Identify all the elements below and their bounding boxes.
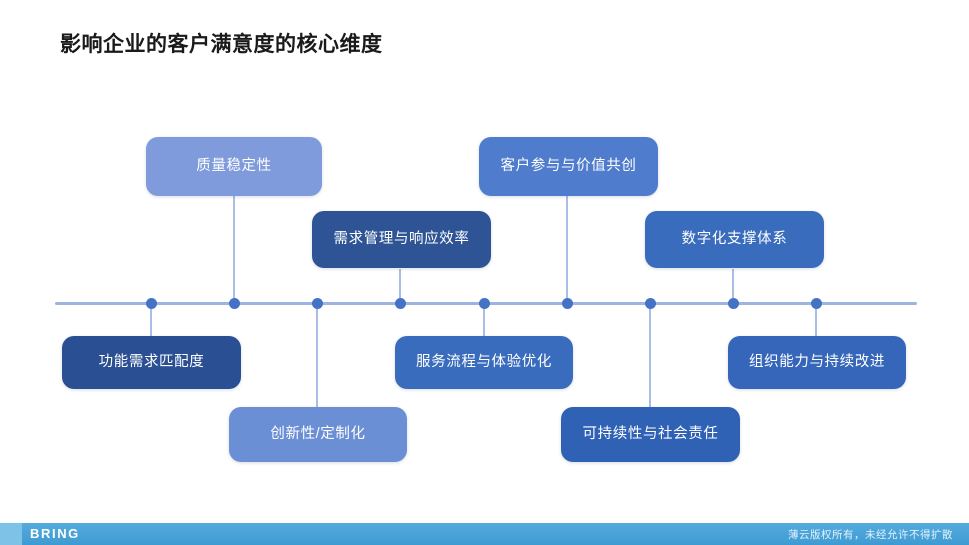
- timeline-dot-5: [479, 298, 490, 309]
- timeline-dot-8: [728, 298, 739, 309]
- node-demand-management[interactable]: 需求管理与响应效率: [312, 211, 491, 268]
- timeline-dot-9: [811, 298, 822, 309]
- node-sustainability-social-responsibility[interactable]: 可持续性与社会责任: [561, 407, 740, 462]
- connector-stem-digital: [732, 269, 734, 304]
- brand-logo: BRING: [30, 526, 80, 541]
- copyright-notice: 薄云版权所有，未经允许不得扩散: [788, 529, 953, 541]
- connector-stem-service: [483, 303, 485, 337]
- node-innovation-customization[interactable]: 创新性/定制化: [229, 407, 407, 462]
- connector-stem-sustain: [649, 303, 651, 408]
- node-function-requirement-match[interactable]: 功能需求匹配度: [62, 336, 241, 389]
- connector-stem-organization: [815, 303, 817, 337]
- timeline-dot-1: [146, 298, 157, 309]
- timeline-dot-6: [562, 298, 573, 309]
- timeline-dot-2: [229, 298, 240, 309]
- slide-footer: BRING 薄云版权所有，未经允许不得扩散: [0, 523, 969, 545]
- connector-stem-function: [150, 303, 152, 337]
- footer-accent-block: [0, 523, 22, 545]
- node-quality-stability[interactable]: 质量稳定性: [146, 137, 322, 196]
- connector-stem-quality: [233, 196, 235, 304]
- connector-stem-innovation: [316, 303, 318, 408]
- node-organization-capability[interactable]: 组织能力与持续改进: [728, 336, 906, 389]
- timeline-dot-3: [312, 298, 323, 309]
- connector-stem-demand: [399, 269, 401, 304]
- timeline-dot-7: [645, 298, 656, 309]
- node-service-process-experience[interactable]: 服务流程与体验优化: [395, 336, 573, 389]
- timeline-dot-4: [395, 298, 406, 309]
- node-digital-support[interactable]: 数字化支撑体系: [645, 211, 824, 268]
- node-customer-participation[interactable]: 客户参与与价值共创: [479, 137, 658, 196]
- connector-stem-participation: [566, 196, 568, 304]
- page-title: 影响企业的客户满意度的核心维度: [60, 33, 383, 56]
